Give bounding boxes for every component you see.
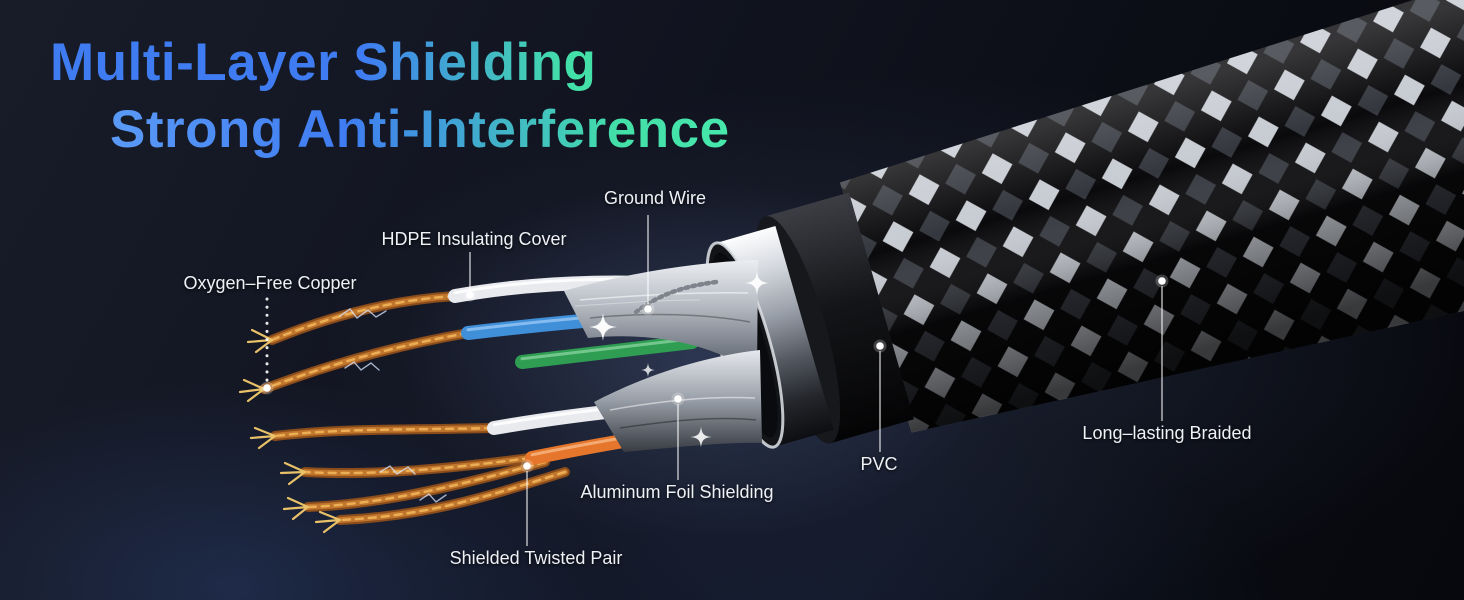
callout-line-oxygen-free-copper — [260, 297, 274, 395]
headline: Multi-Layer Shielding Strong Anti-Interf… — [50, 30, 730, 164]
electric-crackle — [339, 308, 447, 503]
ground-wire — [633, 279, 719, 315]
callout-line-shielded-twisted-pair — [520, 459, 534, 546]
callout-label-long-lasting-braided: Long–lasting Braided — [1082, 423, 1252, 443]
callout-label-oxygen-free-copper: Oxygen–Free Copper — [183, 273, 357, 293]
headline-line-2: Strong Anti-Interference — [110, 97, 730, 164]
callout-label-pvc: PVC — [860, 454, 898, 474]
callout-label-aluminum-foil-shielding: Aluminum Foil Shielding — [580, 482, 774, 502]
headline-line-1: Multi-Layer Shielding — [50, 30, 730, 97]
copper-strands — [238, 291, 570, 534]
callout-label-shielded-twisted-pair: Shielded Twisted Pair — [449, 548, 623, 568]
callout-line-aluminum-foil — [671, 392, 685, 480]
callout-label-ground-wire: Ground Wire — [603, 188, 707, 208]
sparkle-icons — [589, 271, 769, 448]
callout-connectors — [260, 215, 1169, 546]
braided-jacket — [839, 0, 1464, 433]
callout-label-hdpe-insulating-cover: HDPE Insulating Cover — [381, 229, 567, 249]
callout-line-pvc — [873, 339, 887, 452]
callout-line-long-lasting-braided — [1155, 274, 1169, 421]
wire-green — [515, 335, 699, 369]
callout-line-hdpe — [463, 252, 477, 302]
callout-line-ground-wire — [641, 215, 655, 316]
